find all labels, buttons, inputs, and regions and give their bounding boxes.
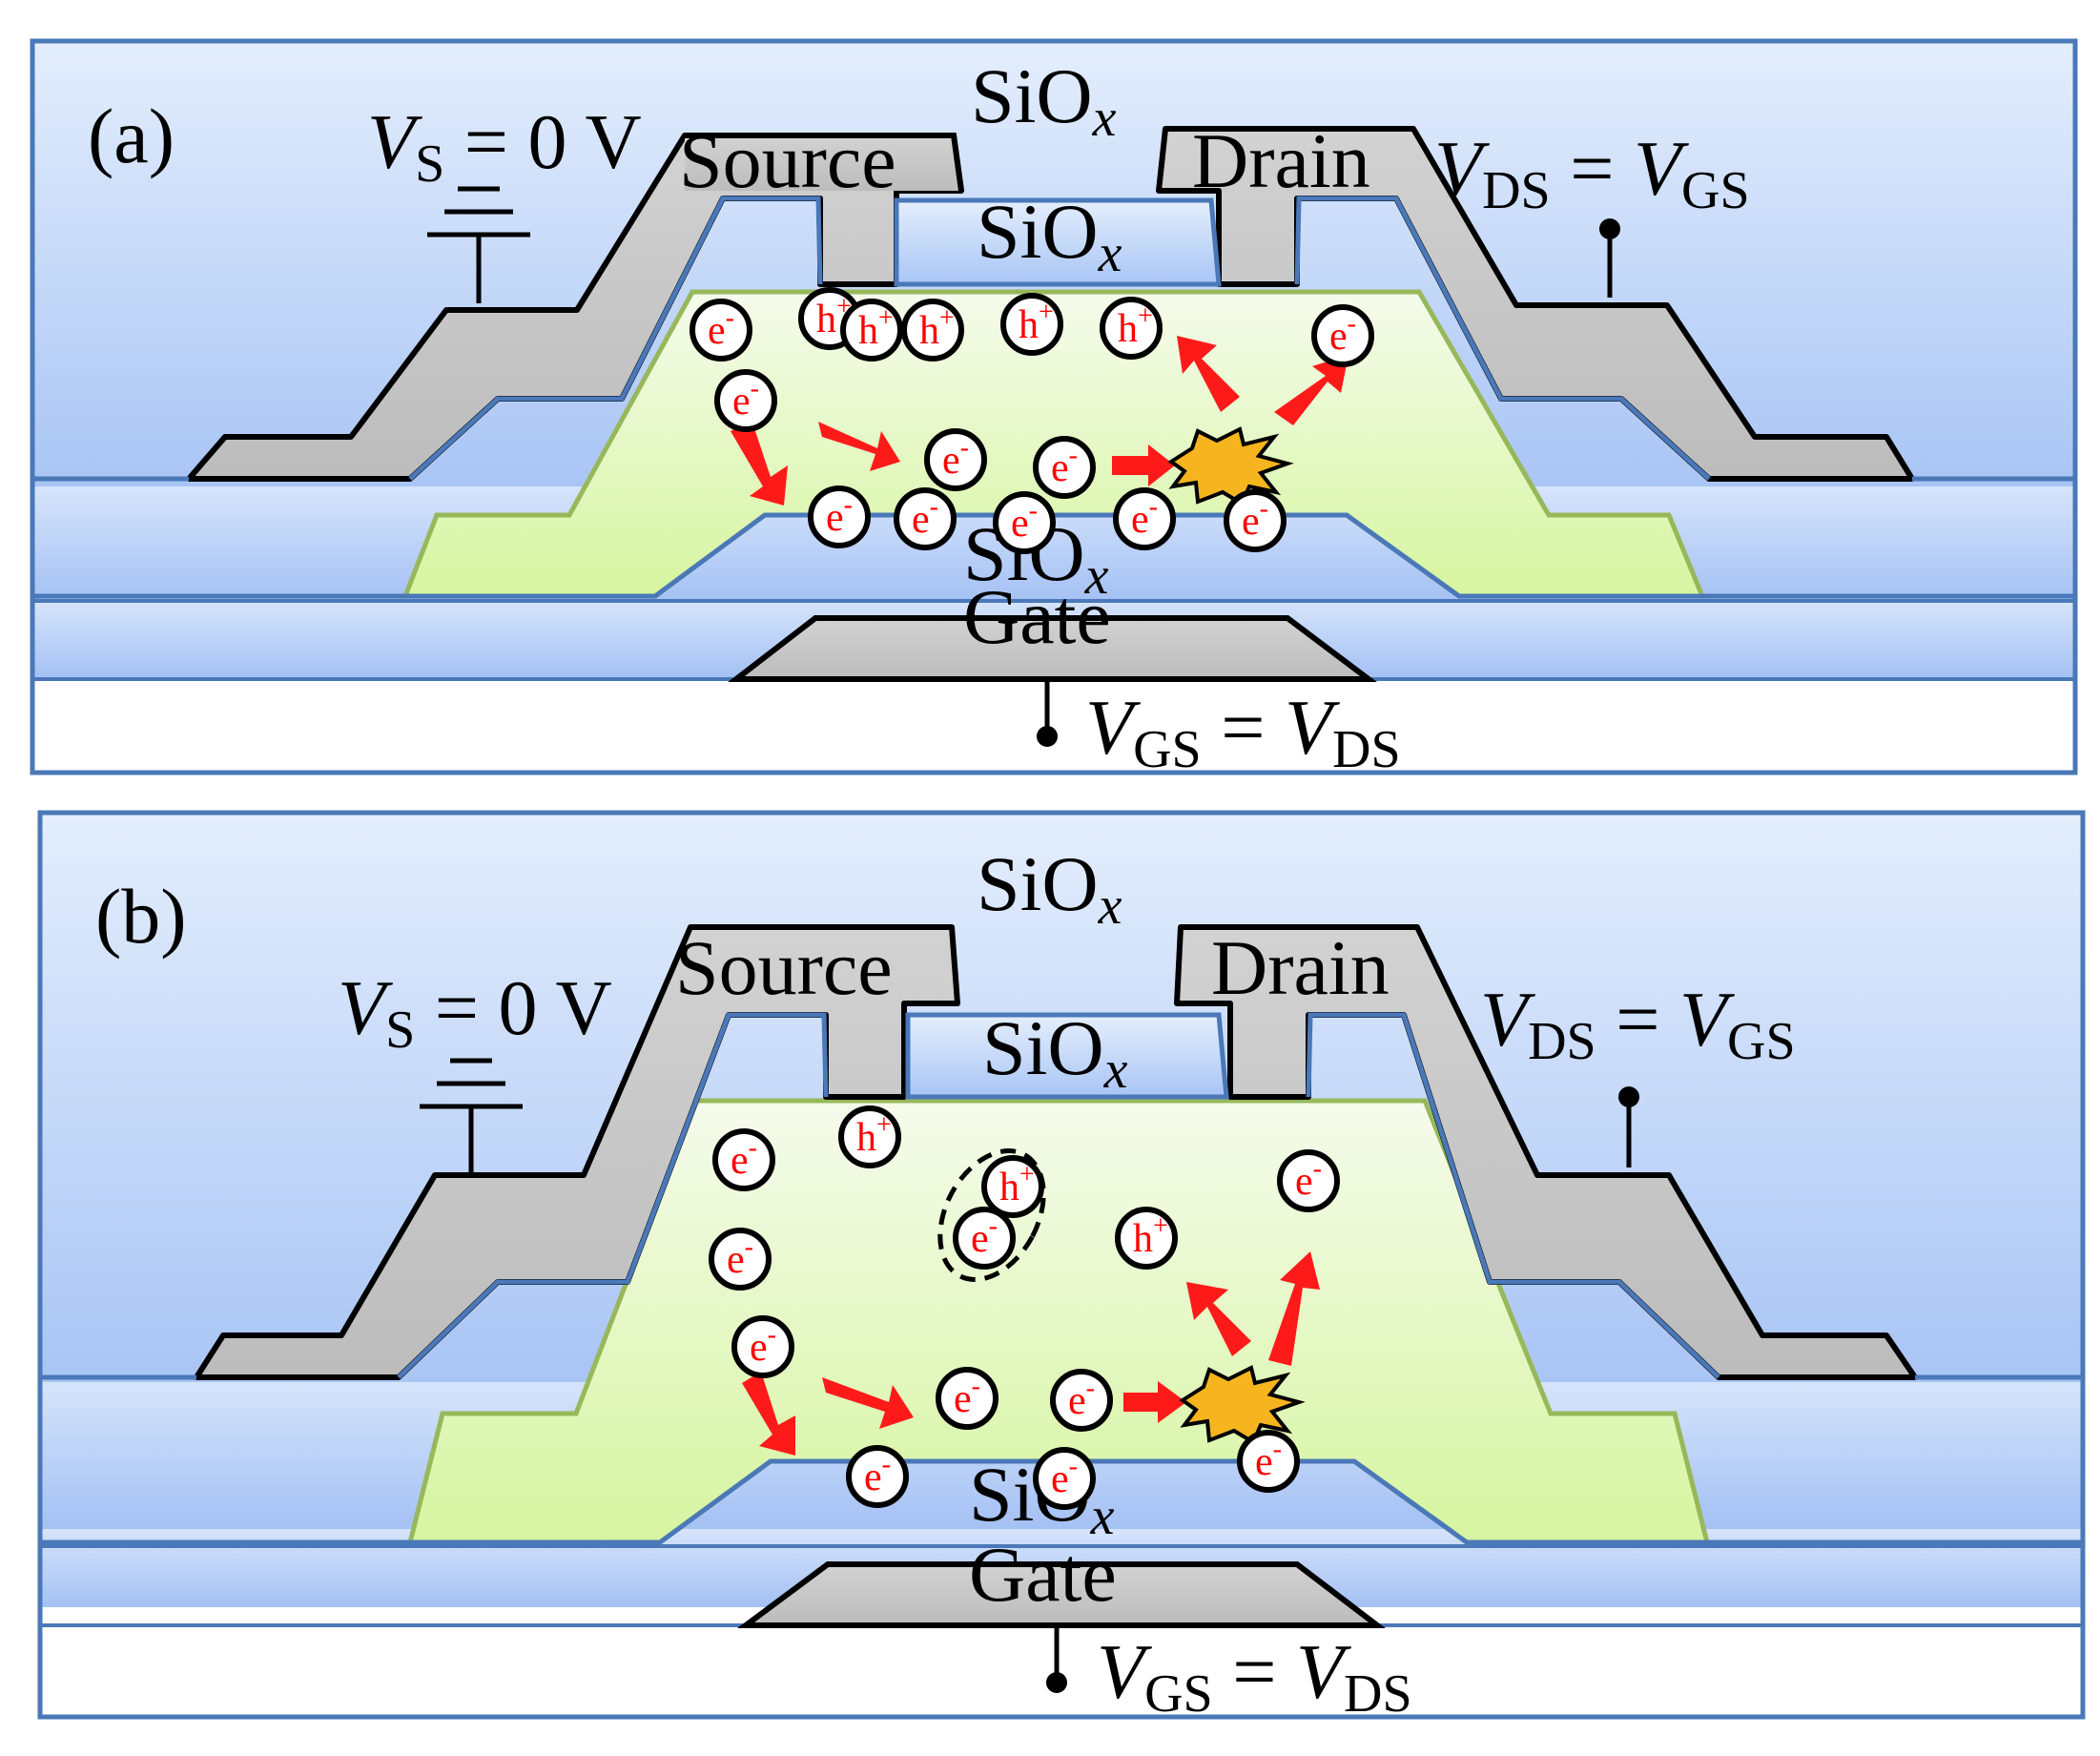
electron-icon: e- bbox=[953, 1207, 1016, 1270]
electron-label: e- bbox=[912, 492, 938, 542]
electron-icon: e- bbox=[993, 491, 1056, 554]
electron-label: e- bbox=[864, 1450, 891, 1499]
arrow bbox=[1186, 1282, 1251, 1356]
etch-stop-oxide bbox=[894, 197, 1222, 287]
electron-icon: e- bbox=[712, 1128, 775, 1191]
vds-label: VDS = VGS bbox=[1434, 125, 1750, 220]
exciton-pair-outline bbox=[937, 1148, 1046, 1282]
electron-label: e- bbox=[1295, 1154, 1322, 1204]
drain-label: Drain bbox=[1192, 117, 1370, 204]
electron-icon: e- bbox=[1050, 1369, 1113, 1432]
electron-icon: e- bbox=[936, 1367, 999, 1430]
oxide-top-label: SiOx bbox=[977, 840, 1122, 936]
carriers-b: e-h+h+e-h+e-e-e-e-e-e-e-e- bbox=[709, 1105, 1340, 1510]
electron-icon: e- bbox=[1113, 487, 1176, 550]
gate-electrode bbox=[728, 615, 1377, 682]
hole-label: h+ bbox=[1118, 301, 1153, 351]
electron-icon: e- bbox=[1311, 304, 1374, 367]
arrow bbox=[822, 1377, 914, 1429]
vs-label: VS = 0 V bbox=[367, 98, 642, 194]
substrate bbox=[32, 679, 2075, 773]
vgs-label: VGS = VDS bbox=[1085, 684, 1401, 779]
electron-icon: e- bbox=[894, 487, 957, 550]
electron-icon: e- bbox=[1033, 436, 1096, 499]
gate-label: Gate bbox=[963, 573, 1111, 660]
electron-label: e- bbox=[1242, 494, 1268, 544]
electron-icon: e- bbox=[714, 369, 777, 432]
arrow-group bbox=[742, 1251, 1320, 1456]
vds-label: VDS = VGS bbox=[1480, 976, 1796, 1071]
arrow bbox=[1112, 444, 1175, 486]
arrow bbox=[731, 420, 788, 506]
panel-b: (b) Source Drain Gate SiOx SiOx SiOx VS … bbox=[37, 810, 2086, 1724]
gate-electrode bbox=[736, 1561, 1386, 1628]
hole-label: h+ bbox=[856, 1110, 892, 1160]
electron-icon: e- bbox=[709, 1228, 772, 1291]
electron-label: e- bbox=[1329, 309, 1356, 359]
panel-label: (a) bbox=[88, 93, 175, 179]
arrow-group bbox=[731, 336, 1349, 506]
electron-label: e- bbox=[1011, 496, 1038, 546]
oxide-mid-label: SiOx bbox=[982, 1004, 1128, 1100]
electron-label: e- bbox=[954, 1372, 980, 1421]
electron-label: e- bbox=[1255, 1435, 1282, 1484]
oxide-mid-label: SiOx bbox=[977, 188, 1122, 283]
impact-ionization-icon bbox=[1179, 1365, 1306, 1445]
electron-icon: e- bbox=[690, 299, 752, 362]
electron-icon: e- bbox=[1277, 1149, 1340, 1212]
hole-icon: h+ bbox=[840, 299, 903, 362]
electron-label: e- bbox=[971, 1211, 998, 1261]
carriers-a: e-h+h+h+h+h+e-e-e-e-e-e-e-e-e- bbox=[690, 287, 1374, 554]
electron-icon: e- bbox=[808, 485, 871, 548]
arrow bbox=[1177, 336, 1240, 412]
source-label: Source bbox=[679, 117, 896, 204]
hole-icon: h+ bbox=[1000, 293, 1063, 356]
hole-icon: h+ bbox=[901, 299, 964, 362]
panel-label: (b) bbox=[95, 873, 187, 960]
arrow bbox=[818, 422, 900, 471]
oxide-top-label: SiOx bbox=[971, 52, 1117, 148]
hole-icon: h+ bbox=[981, 1155, 1044, 1218]
hole-label: h+ bbox=[1133, 1211, 1168, 1261]
hole-icon: h+ bbox=[1115, 1207, 1178, 1270]
etch-stop-oxide bbox=[905, 1012, 1229, 1100]
electron-icon: e- bbox=[1237, 1430, 1300, 1493]
impact-ionization-icon bbox=[1167, 426, 1294, 506]
electron-label: e- bbox=[1051, 1452, 1078, 1501]
electron-icon: e- bbox=[1224, 489, 1287, 552]
hole-label: h+ bbox=[999, 1160, 1035, 1209]
hole-label: h+ bbox=[1019, 298, 1054, 347]
drain-label: Drain bbox=[1211, 924, 1390, 1011]
arrow bbox=[742, 1372, 795, 1456]
hole-label: h+ bbox=[858, 303, 894, 353]
electron-label: e- bbox=[750, 1320, 776, 1370]
electron-label: e- bbox=[731, 1133, 757, 1183]
arrow bbox=[1123, 1381, 1186, 1423]
vgs-label: VGS = VDS bbox=[1097, 1628, 1412, 1724]
electron-icon: e- bbox=[924, 428, 987, 491]
arrow bbox=[1274, 355, 1349, 425]
electron-label: e- bbox=[942, 433, 969, 483]
substrate bbox=[40, 1625, 2083, 1717]
arrow bbox=[1268, 1251, 1320, 1366]
electron-label: e- bbox=[1051, 441, 1078, 490]
hole-icon: h+ bbox=[838, 1105, 901, 1168]
gate-label: Gate bbox=[969, 1531, 1117, 1618]
hole-icon: h+ bbox=[1100, 297, 1163, 360]
electron-label: e- bbox=[708, 303, 734, 353]
hole-label: h+ bbox=[919, 303, 955, 353]
source-label: Source bbox=[675, 924, 893, 1011]
electron-icon: e- bbox=[731, 1315, 794, 1378]
panel-a: (a) Source Drain Gate SiOx SiOx SiOx VS … bbox=[30, 38, 2078, 779]
electron-label: e- bbox=[1068, 1374, 1095, 1423]
electron-label: e- bbox=[826, 490, 853, 540]
electron-icon: e- bbox=[846, 1445, 909, 1508]
electron-label: e- bbox=[727, 1232, 753, 1282]
electron-icon: e- bbox=[1033, 1447, 1096, 1510]
vs-label: VS = 0 V bbox=[338, 964, 612, 1060]
electron-label: e- bbox=[1131, 492, 1158, 542]
electron-label: e- bbox=[732, 374, 759, 424]
